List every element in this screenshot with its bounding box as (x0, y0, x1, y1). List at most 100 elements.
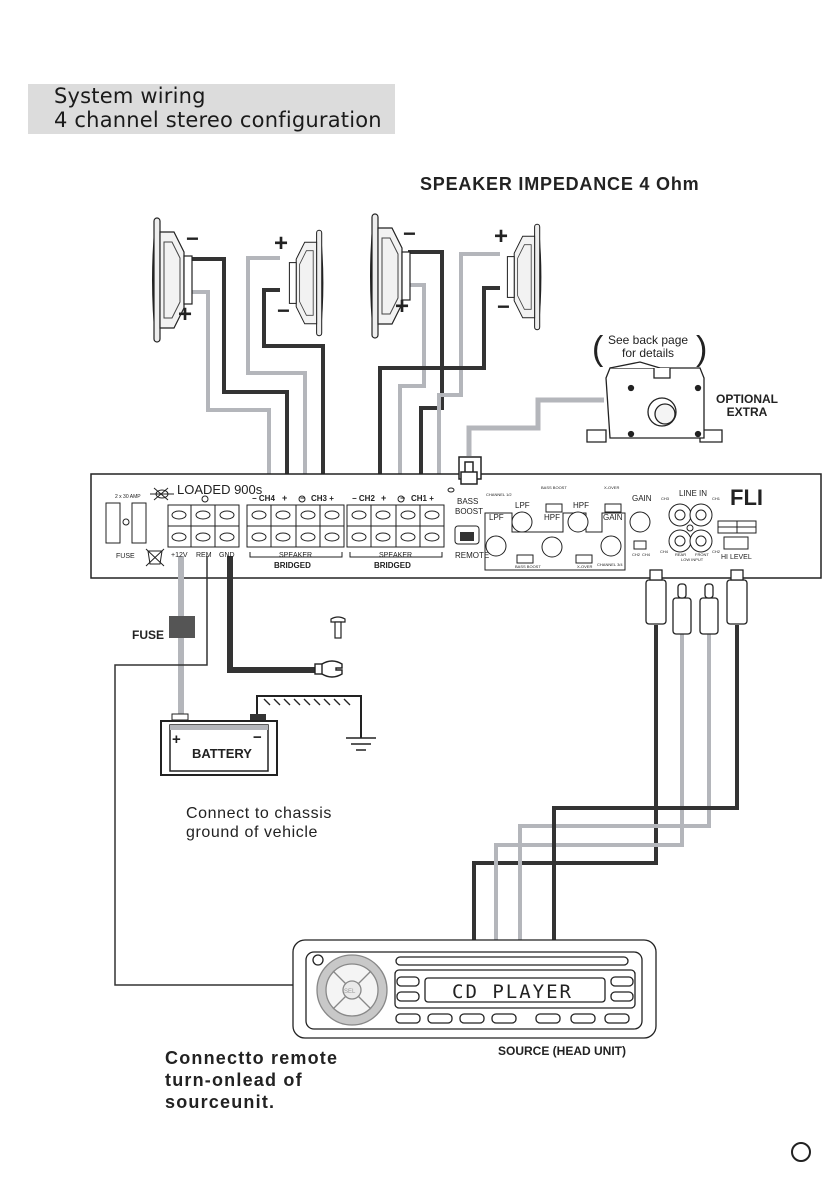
hpf-top-label: HPF (573, 501, 589, 510)
ch2-label: − CH2 (352, 494, 375, 503)
chassis-note-line1: Connect to chassis (186, 805, 332, 822)
channel-12-label: CHANNEL 1/2 (486, 492, 512, 497)
terminal-screw-icon (375, 510, 391, 520)
terminal-screw-icon (251, 532, 267, 542)
speaker-3-top-polarity: − (403, 221, 416, 246)
inline-fuse-label: FUSE (132, 628, 165, 642)
speaker-impedance-label: SPEAKER IMPEDANCE 4 Ohm (420, 174, 700, 194)
battery-plus: + (172, 731, 181, 748)
xover-top-label: X-OVER (604, 485, 619, 490)
remote-note-line2: turn-onlead of (165, 1070, 303, 1090)
brand-logo: FLI (730, 485, 763, 510)
terminal-screw-icon (300, 532, 316, 542)
xover-bottom-label: X-OVER (577, 564, 592, 569)
ch1-minus: − (400, 493, 405, 503)
terminal-screw-icon (300, 510, 316, 520)
line-in-ch4: CH4 (660, 549, 669, 554)
terminal-screw-icon (424, 510, 440, 520)
terminal-screw-icon (324, 510, 340, 520)
speaker-2-bottom-polarity: − (277, 298, 290, 323)
remote-note-line1: Connectto remote (165, 1048, 339, 1068)
bass-boost-top-label: BASS BOOST (541, 485, 567, 490)
see-back-page-note: See back page for details (608, 334, 688, 360)
bass-boost-label-2: BOOST (455, 507, 483, 516)
optional-line2: EXTRA (726, 405, 768, 419)
terminal-screw-icon (275, 532, 291, 542)
rca-cables (472, 569, 748, 946)
see-back-page-line1: See back page (608, 333, 689, 347)
ch1-label: CH1 + (411, 494, 434, 503)
terminal-screw-icon (400, 510, 416, 520)
chassis-ground-note: Connect to chassis ground of vehicle (186, 804, 332, 842)
speaker-4-bottom-polarity: − (497, 294, 510, 319)
head-unit (292, 939, 657, 1039)
terminal-screw-icon (275, 510, 291, 520)
terminal-12v: +12V (171, 552, 188, 559)
paren-open: ( (592, 330, 604, 368)
terminal-screw-icon (324, 532, 340, 542)
speaker-label-2: SPEAKER (379, 552, 412, 559)
gain-bottom-label: GAIN (603, 513, 623, 522)
ring-terminal-icon (314, 660, 343, 678)
speaker-4 (506, 223, 542, 331)
head-unit-display: CD PLAYER (452, 981, 573, 1003)
terminal-screw-icon (219, 532, 235, 542)
battery-minus: − (253, 729, 262, 746)
terminal-screw-icon (195, 532, 211, 542)
low-input-label: LOW INPUT (681, 557, 704, 562)
remote-port-label: REMOTE (455, 551, 489, 560)
terminal-screw-icon (424, 532, 440, 542)
ch3-minus: − (300, 493, 305, 503)
terminal-screw-icon (375, 532, 391, 542)
terminal-screw-icon (351, 510, 367, 520)
page-title: System wiring (54, 84, 206, 108)
amp-model: LOADED 900s (177, 482, 263, 497)
remote-note-line3: sourceunit. (165, 1092, 276, 1112)
ch4-plus: + (282, 493, 287, 503)
paren-close: ) (696, 330, 707, 368)
gain-top-label: GAIN (632, 494, 652, 503)
speaker-wires (192, 250, 604, 496)
fuse-block-icon (169, 616, 195, 638)
line-in-ch3: CH3 (661, 496, 670, 501)
lpf-bottom-label: LPF (489, 513, 504, 522)
see-back-page-line2: for details (622, 346, 675, 360)
bridged-label-1: BRIDGED (274, 561, 311, 570)
speaker-2-top-polarity: + (274, 230, 288, 257)
line-in-label: LINE IN (679, 489, 707, 498)
terminal-screw-icon (251, 510, 267, 520)
amplifier-panel (90, 456, 822, 579)
control-knobs (485, 511, 651, 558)
terminal-gnd: GND (219, 552, 235, 559)
ch3-label: CH3 + (311, 494, 334, 503)
line-in-ch1: CH1 (712, 496, 721, 501)
bass-boost-label: BASS (457, 497, 478, 506)
terminal-screw-icon (400, 532, 416, 542)
amp-fuse-label: FUSE (116, 553, 135, 560)
speaker-label-1: SPEAKER (279, 552, 312, 559)
battery-label: BATTERY (192, 746, 252, 761)
terminal-screw-icon (195, 510, 211, 520)
bug-logo-icon (150, 487, 174, 501)
ch2-plus: + (381, 493, 386, 503)
gain-switch-ch4: CH4 (642, 552, 651, 557)
line-in-front: FRONT (695, 552, 709, 557)
battery (160, 713, 278, 776)
speaker-1-top-polarity: − (186, 226, 199, 251)
optional-line1: OPTIONAL (716, 392, 778, 406)
chassis-note-line2: ground of vehicle (186, 824, 319, 841)
rca-jacks (668, 503, 713, 553)
lpf-top-label: LPF (515, 501, 530, 510)
page-subtitle: 4 channel stereo configuration (54, 108, 382, 132)
head-unit-knob-label: SEL (344, 989, 356, 995)
terminal-screw-icon (351, 532, 367, 542)
ground-symbol (256, 695, 376, 751)
channel-34-label: CHANNEL 3/4 (597, 562, 623, 567)
ch4-label: − CH4 (252, 494, 275, 503)
terminal-rem: REM (196, 552, 212, 559)
screw-icon (330, 616, 346, 639)
terminal-screw-icon (219, 510, 235, 520)
fuse-rating: 2 x 30 AMP (115, 494, 141, 500)
gain-switch-ch2: CH2 (632, 552, 641, 557)
speaker-2 (288, 229, 324, 337)
